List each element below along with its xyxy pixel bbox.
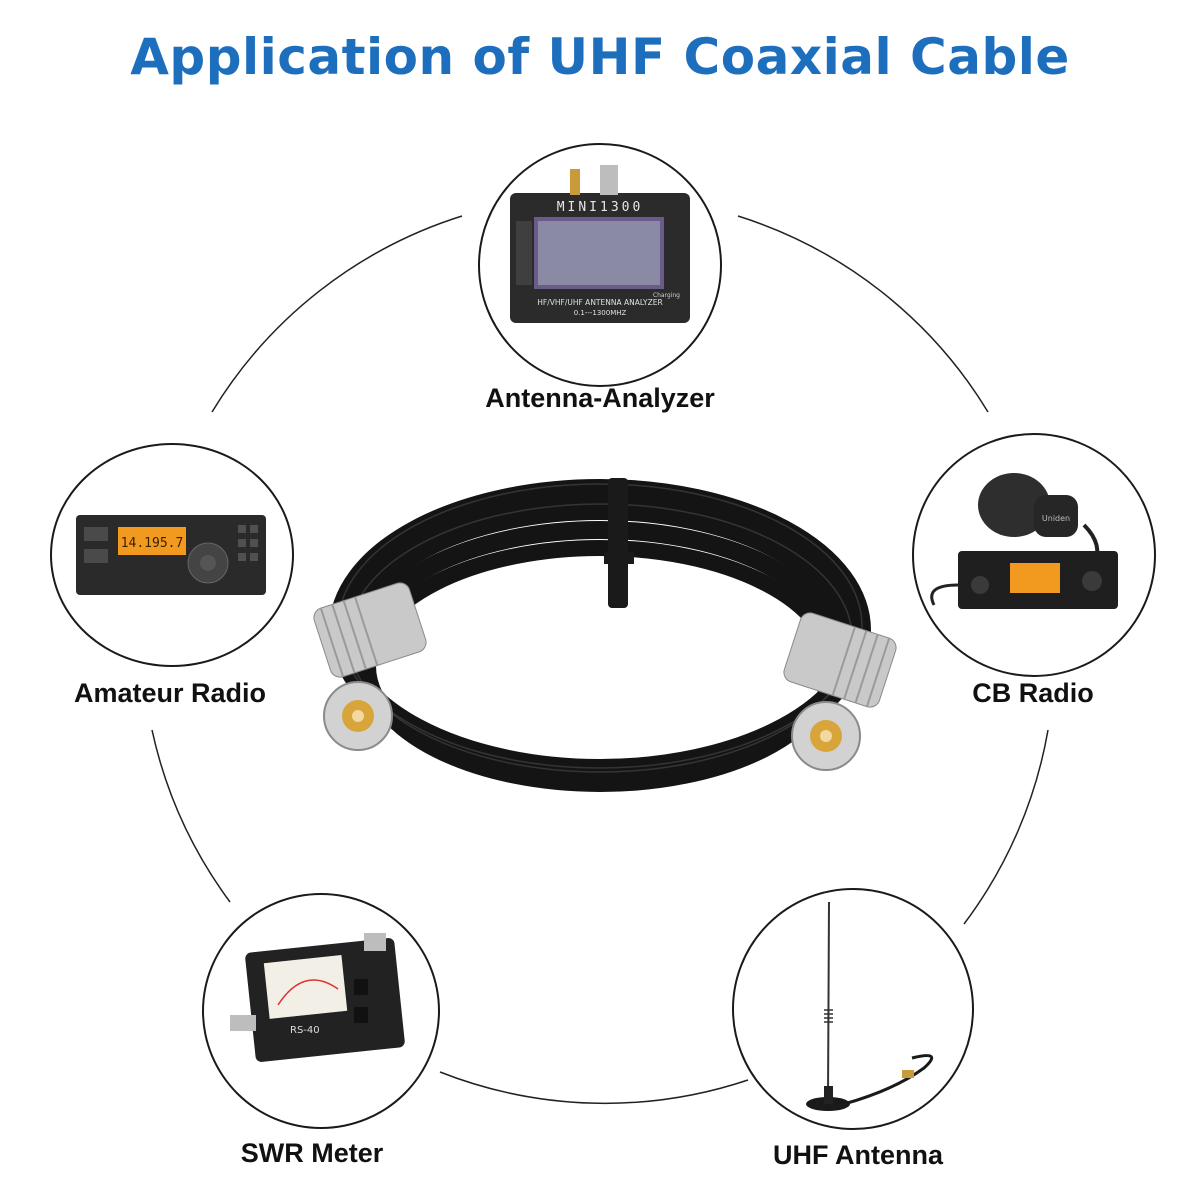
cb-radio-icon: Uniden <box>930 473 1118 609</box>
node-label-swr-meter: SWR Meter <box>240 1138 384 1168</box>
antenna-analyzer-node: MINI1300 HF/VHF/UHF ANTENNA ANALYZER 0.1… <box>478 143 722 387</box>
amateur-radio-display: 14.195.7 <box>121 536 184 551</box>
analyzer-subtitle: HF/VHF/UHF ANTENNA ANALYZER <box>537 298 662 307</box>
amateur-radio-icon: 14.195.7 <box>76 515 266 595</box>
node-label-antenna-analyzer: Antenna-Analyzer <box>485 383 715 413</box>
cb-radio-mic-brand: Uniden <box>1042 514 1070 523</box>
cb-radio-node: Uniden <box>912 433 1156 677</box>
node-label-cb-radio: CB Radio <box>972 678 1094 708</box>
coaxial-cable-icon <box>313 478 897 792</box>
swr-meter-node: RS-40 <box>202 893 440 1129</box>
amateur-radio-node: 14.195.7 <box>50 443 294 667</box>
antenna-analyzer-icon: MINI1300 HF/VHF/UHF ANTENNA ANALYZER 0.1… <box>510 165 690 323</box>
page-title: Application of UHF Coaxial Cable <box>130 28 1070 86</box>
uhf-antenna-node <box>732 888 974 1130</box>
uhf-antenna-icon <box>806 901 934 1111</box>
node-label-amateur-radio: Amateur Radio <box>73 678 267 708</box>
node-label-uhf-antenna: UHF Antenna <box>773 1140 943 1170</box>
swr-meter-model: RS-40 <box>290 1025 320 1036</box>
analyzer-brand: MINI1300 <box>557 200 644 215</box>
swr-meter-icon: RS-40 <box>230 933 405 1062</box>
coaxial-cable-product <box>300 460 900 820</box>
analyzer-range: 0.1---1300MHZ <box>574 309 627 317</box>
analyzer-charging: Charging <box>653 292 680 299</box>
